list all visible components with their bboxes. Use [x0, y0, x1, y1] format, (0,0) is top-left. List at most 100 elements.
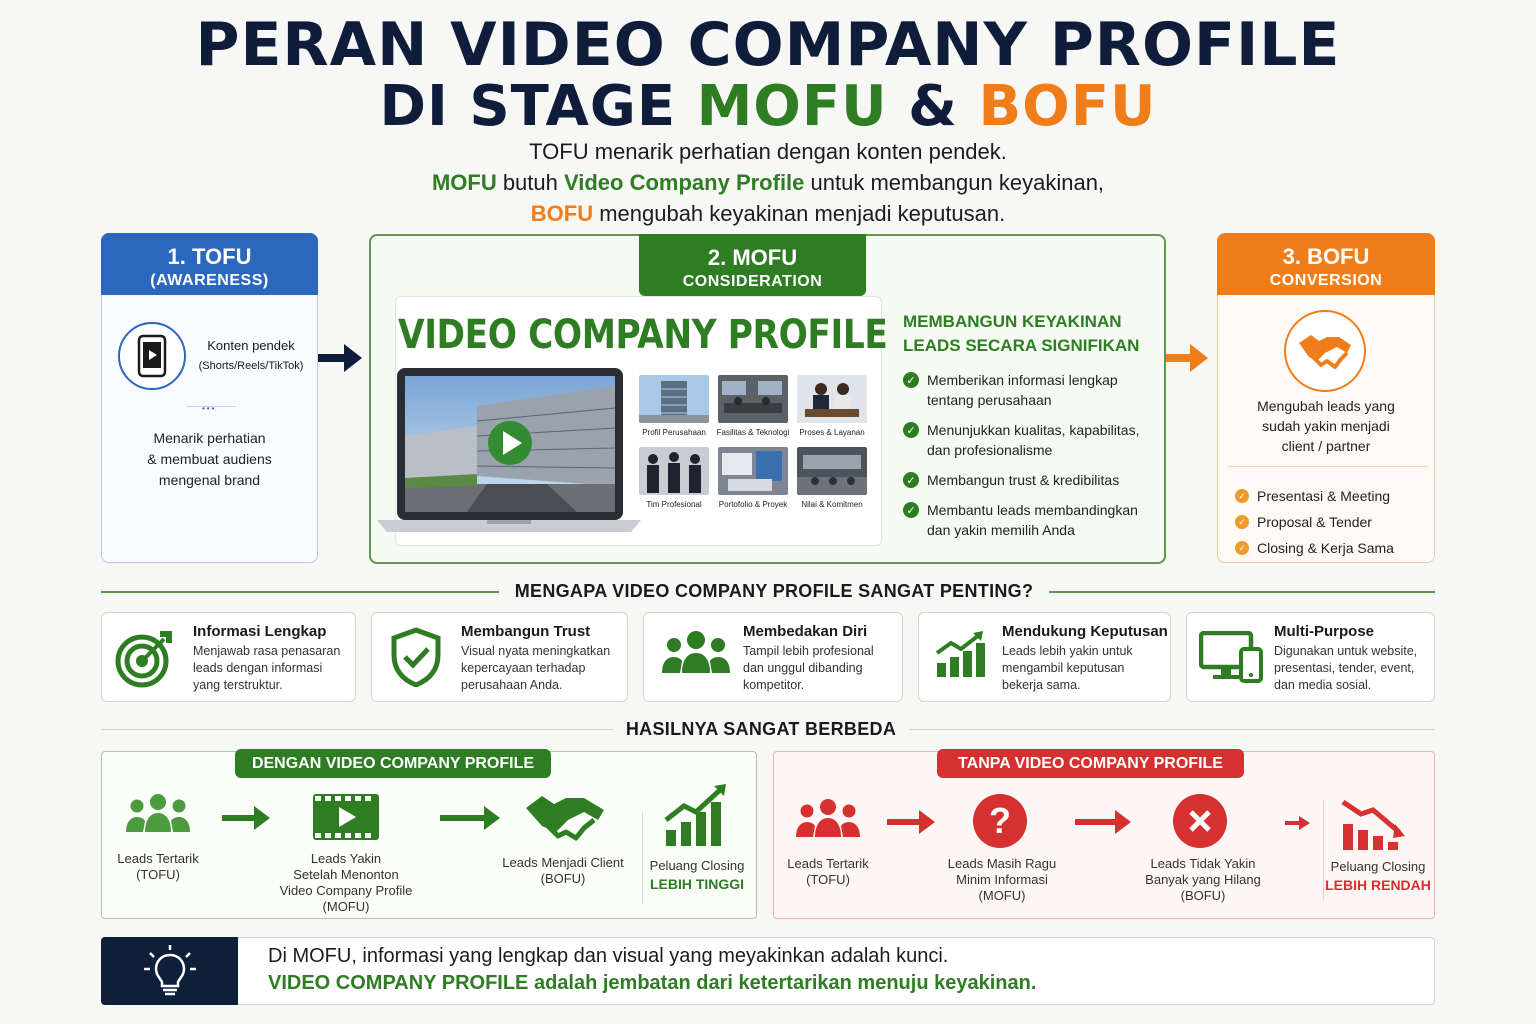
title-bofu: BOFU	[978, 74, 1157, 139]
handshake-icon	[524, 792, 606, 847]
benefit-title-line: LEADS SECARA SIGNIFIKAN	[903, 336, 1140, 355]
tofu-desc: Menarik perhatian & membuat audiens meng…	[101, 428, 318, 491]
thumbnail[interactable]	[718, 375, 788, 428]
why-card-title: Membangun Trust	[461, 623, 591, 640]
tofu-heading: 1. TOFU	[167, 244, 252, 269]
why-desc-line: yang terstruktur.	[193, 678, 283, 692]
step-line: (BOFU)	[1180, 888, 1226, 903]
with-vcp-box	[101, 751, 757, 919]
step-line: Video Company Profile	[279, 883, 413, 898]
footer-line1: Di MOFU, informasi yang lengkap dan visu…	[268, 945, 949, 967]
without-vcp-heading: TANPA VIDEO COMPANY PROFILE	[937, 749, 1244, 778]
why-desc-line: Digunakan untuk website,	[1274, 644, 1418, 658]
subtitle: TOFU menarik perhatian dengan konten pen…	[0, 136, 1536, 229]
title-prefix: DI STAGE	[379, 74, 697, 139]
title-mofu: MOFU	[696, 74, 888, 139]
bofu-desc-line: Mengubah leads yang	[1257, 398, 1395, 414]
thumbnail[interactable]	[639, 375, 709, 428]
tofu-content-title: Konten pendek	[207, 338, 295, 353]
bofu-header: 3. BOFU CONVERSION	[1217, 233, 1435, 295]
growth-chart-icon	[664, 782, 730, 853]
step-line: Setelah Menonton	[293, 867, 399, 882]
bofu-desc-line: client / partner	[1281, 438, 1371, 454]
thumbnail[interactable]	[797, 447, 867, 500]
bofu-divider	[1228, 466, 1428, 467]
step-line: Leads Menjadi Client	[502, 855, 624, 870]
group-icon	[662, 629, 730, 682]
video-play-icon	[311, 792, 381, 847]
check-icon: ✓	[903, 372, 919, 388]
check-icon: ✓	[903, 422, 919, 438]
check-icon: ✓	[1235, 515, 1249, 529]
why-card: Multi-Purpose Digunakan untuk website,pr…	[1186, 612, 1435, 702]
subtitle-mid: butuh	[496, 170, 564, 195]
tofu-header: 1. TOFU (AWARENESS)	[101, 233, 318, 295]
why-card: Informasi Lengkap Menjawab rasa penasara…	[101, 612, 356, 702]
bofu-point: ✓Proposal & Tender	[1235, 512, 1394, 532]
group-icon	[124, 792, 192, 839]
why-desc-line: leads dengan informasi	[193, 661, 323, 675]
point-line: dan profesionalisme	[927, 442, 1053, 458]
thumbnail[interactable]	[639, 447, 709, 500]
why-card-content: Multi-Purpose Digunakan untuk website,pr…	[1274, 623, 1417, 694]
without-vcp-box	[773, 751, 1435, 919]
thumbnail[interactable]	[718, 447, 788, 500]
why-card: Membedakan Diri Tampil lebih profesional…	[643, 612, 903, 702]
subtitle-vcp: Video Company Profile	[563, 170, 805, 195]
point-line: Membantu leads membandingkan	[927, 502, 1138, 518]
check-icon: ✓	[1235, 541, 1249, 555]
bofu-desc-line: sudah yakin menjadi	[1262, 418, 1390, 434]
why-desc-line: perusahaan Anda.	[461, 678, 563, 692]
without-step-label: Leads Tertarik(TOFU)	[768, 856, 888, 888]
why-card-content: Informasi Lengkap Menjawab rasa penasara…	[193, 623, 340, 694]
why-desc-line: Leads lebih yakin untuk	[1002, 644, 1133, 658]
bofu-desc: Mengubah leads yang sudah yakin menjadi …	[1217, 396, 1435, 456]
arrow-right-icon	[887, 808, 937, 841]
why-desc-line: bekerja sama.	[1002, 678, 1081, 692]
outcome-value: LEBIH RENDAH	[1325, 877, 1431, 893]
step-line: Leads Tertarik	[117, 851, 199, 866]
why-desc-line: Tampil lebih profesional	[743, 644, 874, 658]
arrow-right-icon	[440, 804, 502, 837]
tofu-subheading: (AWARENESS)	[150, 272, 269, 289]
tofu-content-sub: (Shorts/Reels/TikTok)	[198, 360, 304, 372]
why-desc-line: Visual nyata meningkatkan	[461, 644, 611, 658]
arrow-right-icon	[1075, 808, 1133, 841]
thumbnail-label: Portofolio & Proyek	[718, 500, 788, 509]
thumbnail-label: Nilai & Komitmen	[801, 500, 863, 509]
subtitle-bofu: BOFU	[530, 201, 594, 226]
step-line: (MOFU)	[978, 888, 1026, 903]
bofu-heading: 3. BOFU	[1282, 244, 1370, 269]
step-line: Leads Tertarik	[787, 856, 869, 871]
video-company-profile-title: VIDEO COMPANY PROFILE	[398, 312, 888, 358]
step-line: (TOFU)	[136, 867, 180, 882]
point-line: tentang perusahaan	[927, 392, 1052, 408]
why-desc-line: presentasi, tender, event,	[1274, 661, 1415, 675]
thumbnail-label: Proses & Layanan	[799, 428, 865, 437]
why-card-content: Membangun Trust Visual nyata meningkatka…	[461, 623, 610, 694]
mofu-benefit-title: MEMBANGUN KEYAKINAN LEADS SECARA SIGNIFI…	[903, 310, 1139, 358]
arrow-right-icon	[318, 342, 364, 379]
thumbnail-grid: Profil Perusahaan Fasilitas & Teknologi …	[630, 368, 880, 540]
divider-line	[1049, 591, 1435, 593]
outcome-label: Peluang Closing	[649, 858, 745, 873]
tofu-desc-line: Menarik perhatian	[153, 430, 266, 446]
step-line: Leads Yakin	[310, 851, 382, 866]
mofu-subheading: CONSIDERATION	[682, 273, 823, 290]
handshake-icon	[1284, 310, 1366, 392]
decline-chart-icon	[1341, 796, 1409, 857]
why-desc-line: mengambil keputusan	[1002, 661, 1125, 675]
mofu-point: ✓ Membangun trust & kredibilitas	[903, 470, 1153, 490]
step-line: Banyak yang Hilang	[1145, 872, 1261, 887]
thumbnail[interactable]	[797, 375, 867, 428]
bofu-point-label: Closing & Kerja Sama	[1257, 540, 1394, 556]
divider-line	[101, 591, 499, 593]
laptop-video-icon[interactable]	[377, 366, 641, 541]
footer-line2-rest: adalah jembatan dari ketertarikan menuju…	[528, 972, 1037, 994]
shield-check-icon	[390, 627, 442, 692]
thumbnail-label: Profil Perusahaan	[642, 428, 706, 437]
